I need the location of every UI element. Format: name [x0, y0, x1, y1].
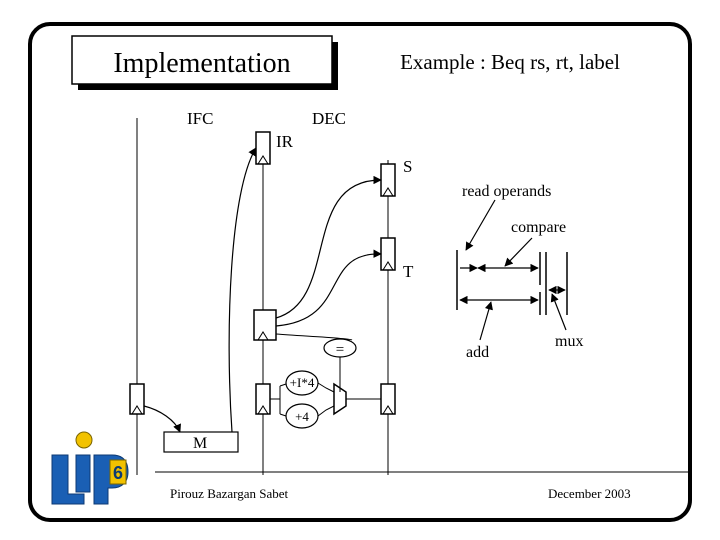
reg-s-label: S	[403, 157, 412, 176]
dec-bottom-register	[255, 383, 271, 415]
annot-read-operands: read operands	[462, 183, 551, 200]
leader-mux	[550, 293, 567, 331]
wire-to-adders	[270, 383, 287, 417]
reg-t-label: T	[403, 262, 414, 281]
wire-ifc-to-m	[143, 405, 181, 433]
reg-ir-label: IR	[276, 132, 294, 151]
wire-dec-to-s	[275, 175, 382, 319]
slide-subtitle: Example : Beq rs, rt, label	[400, 50, 620, 74]
mux	[333, 382, 347, 416]
reg-m-label: M	[193, 435, 207, 452]
m-box	[163, 431, 239, 453]
annot-compare: compare	[511, 219, 566, 236]
s-clock-mark	[382, 187, 394, 197]
ifc-register	[129, 383, 145, 415]
ex-bottom-clock-mark	[382, 405, 394, 415]
dec-clock-mark	[257, 331, 269, 341]
logo-six-glyph: 6	[113, 463, 123, 483]
ir-clock-mark	[257, 155, 269, 165]
ifc-clock-mark	[131, 405, 143, 415]
logo-yellow-dot	[75, 431, 93, 449]
lip6-logo: 6	[51, 431, 129, 505]
op-eq-label: =	[336, 342, 344, 358]
stage-ifc-label: IFC	[187, 109, 213, 128]
dec-bottom-clock-mark	[257, 405, 269, 415]
slide-frame	[28, 22, 692, 522]
slide-title: Implementation	[113, 48, 290, 79]
wire-ifc-to-ir	[228, 147, 257, 433]
logo-letter-l	[51, 454, 85, 505]
footer-date: December 2003	[548, 486, 631, 501]
footer-author: Pirouz Bazargan Sabet	[170, 486, 289, 501]
op-plus-imm-label: +I*4	[290, 375, 315, 390]
leader-compare	[504, 237, 533, 267]
op-plus4-label: +4	[295, 409, 309, 424]
logo-letter-i	[75, 454, 91, 493]
leader-read-operands	[465, 199, 496, 251]
wire-dec-to-comparator	[275, 333, 353, 341]
t-register	[380, 237, 396, 271]
annot-add: add	[466, 344, 489, 361]
s-register	[380, 163, 396, 197]
logo-six-box	[109, 459, 127, 485]
dec-register	[253, 309, 277, 341]
stage-dec-label: DEC	[312, 109, 346, 128]
ex-bottom-register	[380, 383, 396, 415]
leader-add	[479, 301, 493, 341]
title-box	[71, 35, 333, 85]
ir-register	[255, 131, 271, 165]
annot-mux: mux	[555, 333, 583, 350]
wire-adders-to-mux	[317, 382, 335, 417]
t-clock-mark	[382, 261, 394, 271]
wire-dec-to-t	[275, 249, 382, 327]
